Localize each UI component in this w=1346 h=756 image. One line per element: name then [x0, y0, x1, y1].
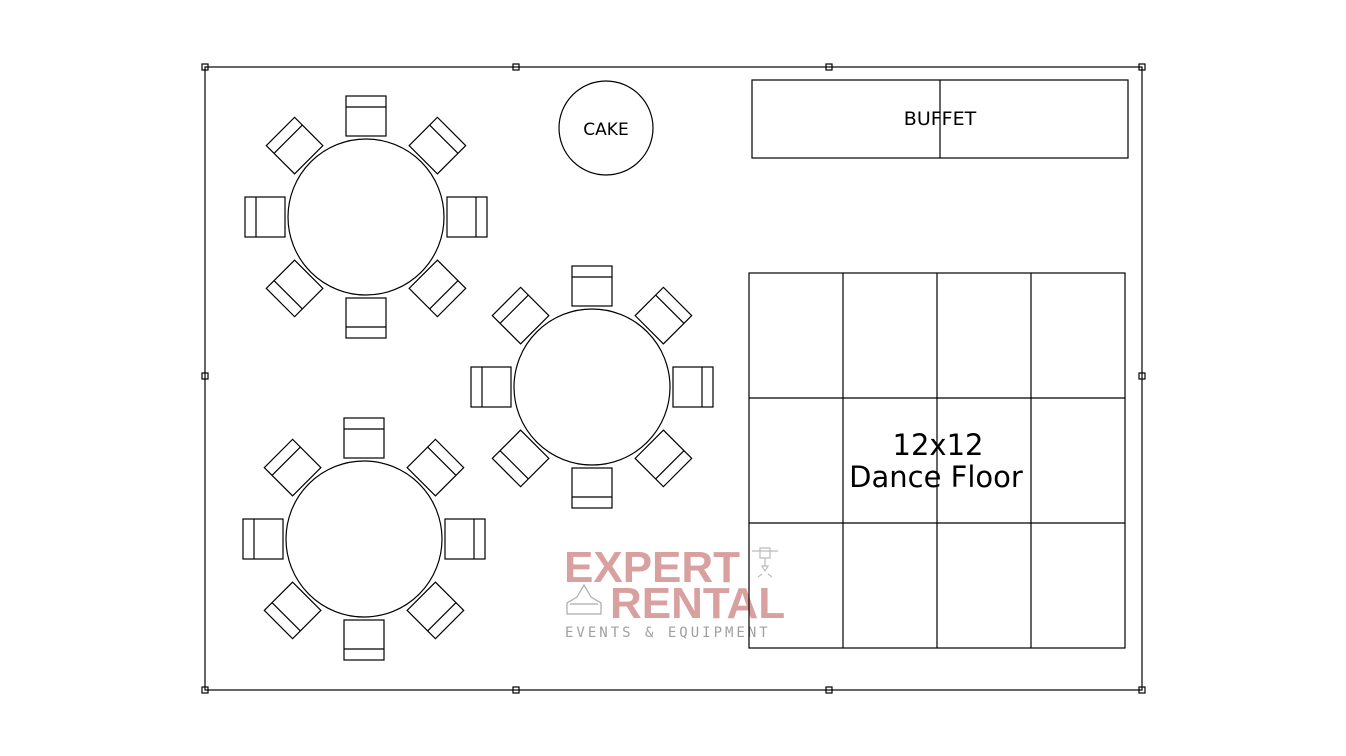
chair — [242, 518, 284, 560]
chair — [446, 196, 488, 238]
handle — [512, 63, 520, 71]
chair — [672, 366, 714, 408]
jackhammer-icon — [752, 547, 778, 578]
chair — [406, 438, 465, 497]
handle — [201, 372, 209, 380]
chair — [408, 116, 467, 175]
round-table-1 — [244, 95, 488, 339]
chair — [343, 417, 385, 459]
chair — [345, 95, 387, 137]
selection-handles — [201, 63, 1146, 694]
chair — [444, 518, 486, 560]
chair — [491, 286, 550, 345]
tables-group — [242, 95, 714, 661]
logo-line1: EXPERT — [564, 543, 740, 592]
chair — [571, 467, 613, 509]
round-table-3 — [242, 417, 486, 661]
buffet-table: BUFFET — [751, 79, 1129, 159]
handle — [201, 686, 209, 694]
dance-floor-label: Dance Floor — [849, 460, 1023, 494]
logo-tagline: EVENTS & EQUIPMENT — [565, 625, 771, 641]
handle — [512, 686, 520, 694]
handle — [1138, 686, 1146, 694]
dance-floor-size: 12x12 — [893, 428, 984, 462]
handle — [1138, 372, 1146, 380]
buffet-label: BUFFET — [904, 108, 977, 130]
logo-watermark: EXPERT RENTAL EVENTS & EQUIPMENT — [564, 543, 785, 641]
round-table-2 — [470, 265, 714, 509]
logo-line2: RENTAL — [610, 579, 785, 628]
chair — [634, 429, 693, 488]
chair — [408, 259, 467, 318]
round-table — [285, 460, 443, 618]
handle — [825, 686, 833, 694]
round-table — [287, 138, 445, 296]
chair — [470, 366, 512, 408]
cake-table: CAKE — [558, 80, 654, 176]
handle — [201, 63, 209, 71]
chair — [343, 619, 385, 661]
chair — [571, 265, 613, 307]
chair — [634, 286, 693, 345]
chair — [263, 581, 322, 640]
chair — [345, 297, 387, 339]
chair — [406, 581, 465, 640]
dance-floor — [748, 272, 1126, 649]
handle — [1138, 63, 1146, 71]
tent-icon — [566, 583, 602, 615]
chair — [491, 429, 550, 488]
round-table — [513, 308, 671, 466]
cake-label: CAKE — [583, 120, 628, 140]
chair — [265, 116, 324, 175]
chair — [265, 259, 324, 318]
chair — [244, 196, 286, 238]
handle — [825, 63, 833, 71]
chair — [263, 438, 322, 497]
